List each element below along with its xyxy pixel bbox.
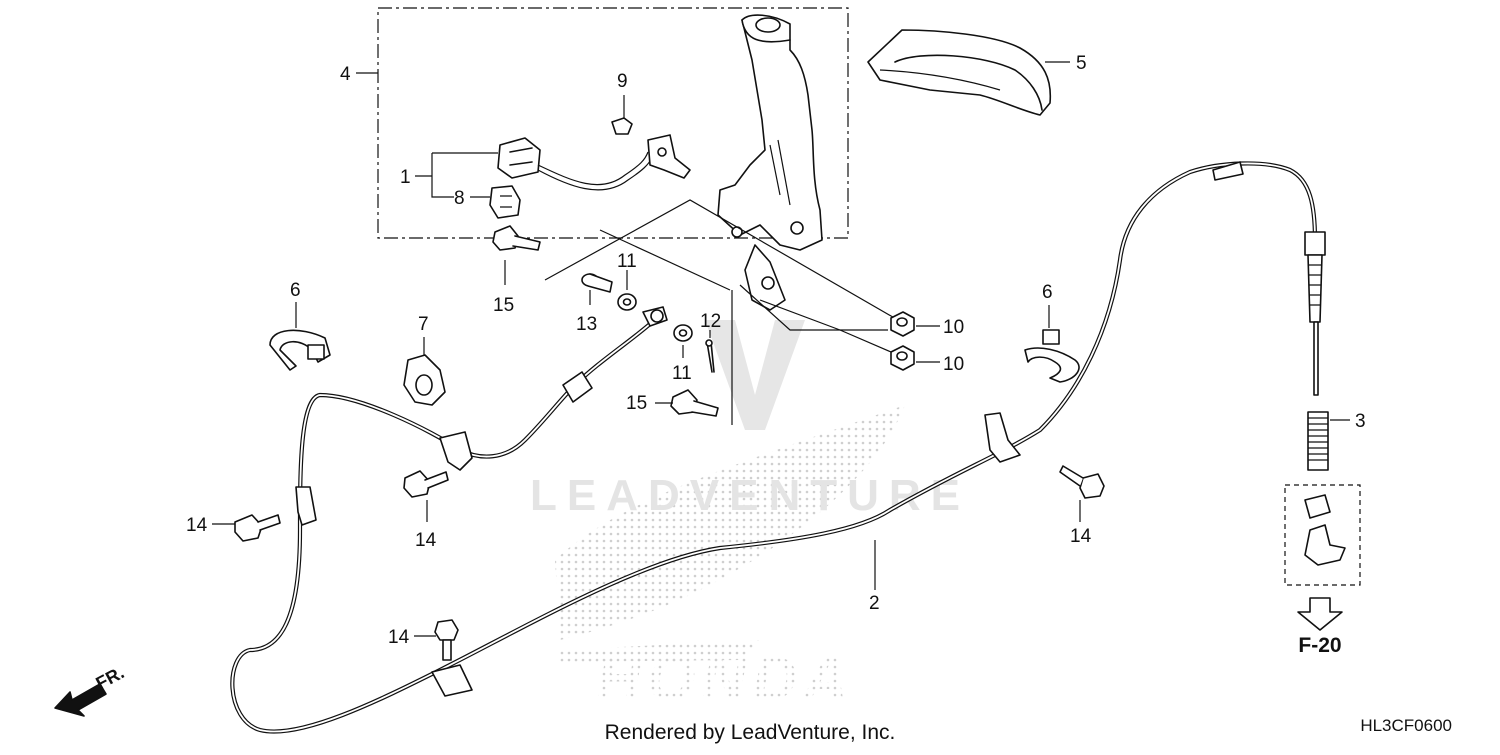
callout-3: 3 [1355,411,1366,432]
callout-8: 8 [454,188,465,209]
front-direction-indicator: FR. [54,662,127,717]
callout-10-upper: 10 [943,317,964,338]
callout-2: 2 [869,593,880,614]
reference-page-link[interactable]: F-20 [1298,634,1341,657]
harness-clip[interactable] [489,185,521,219]
washer-lower[interactable] [673,324,693,342]
parking-brake-lever[interactable] [717,14,823,311]
render-credit: Rendered by LeadVenture, Inc. [605,721,896,744]
cable-band-left[interactable] [269,329,331,371]
callout-10-lower: 10 [943,354,964,375]
diagram-code: HL3CF0600 [1360,716,1452,735]
front-arrow-icon [54,683,107,717]
flange-bolt-14-bottom[interactable] [434,619,459,661]
leadventure-watermark-text: LEADVENTURE [530,471,970,520]
callout-5: 5 [1076,53,1087,74]
washer-upper[interactable] [617,293,637,311]
callout-6-left: 6 [290,280,301,301]
reference-detail-box [1284,484,1361,586]
callout-11-lower: 11 [672,363,692,384]
callout-1: 1 [400,167,411,188]
callout-9: 9 [617,71,628,92]
pivot-pin[interactable] [581,273,613,293]
switch-screw[interactable] [611,95,633,135]
callout-11-upper: 11 [617,251,637,272]
cable-guide-clamp[interactable] [403,354,446,406]
callout-4: 4 [340,64,351,85]
cotter-pin[interactable] [705,339,715,373]
watermark: LEADVENTURE HONDA [530,320,970,714]
callout-12: 12 [700,311,721,332]
callout-14-center: 14 [415,530,437,551]
callout-13: 13 [576,314,597,335]
brake-switch-harness[interactable] [497,134,691,191]
joint-fittings [1304,494,1346,566]
flange-bolt-15-lower[interactable] [670,389,719,417]
callout-14-right: 14 [1070,526,1092,547]
leadventure-logo-watermark [705,320,805,430]
assembly-boundary [377,7,849,239]
flange-bolt-15-upper[interactable] [492,225,541,251]
lever-boot[interactable] [867,29,1052,116]
flange-bolt-14-right[interactable] [1059,465,1105,499]
cable-band-right[interactable] [1024,329,1080,383]
reference-arrow[interactable] [1297,597,1343,631]
parking-brake-cable[interactable] [230,161,1326,734]
callout-7: 7 [418,314,429,335]
callout-14-left: 14 [186,515,208,536]
return-spring[interactable] [1307,411,1329,471]
nut-upper[interactable] [890,311,915,337]
callout-15-lower: 15 [626,393,647,414]
honda-watermark-text: HONDA [596,645,853,714]
callout-6-right: 6 [1042,282,1053,303]
flange-bolt-14-center[interactable] [403,470,449,498]
callout-14-bottom: 14 [388,627,410,648]
honda-wing-watermark [555,405,905,662]
flange-bolt-14-left[interactable] [234,514,281,542]
callout-15-upper: 15 [493,295,514,316]
nut-lower[interactable] [890,345,915,371]
